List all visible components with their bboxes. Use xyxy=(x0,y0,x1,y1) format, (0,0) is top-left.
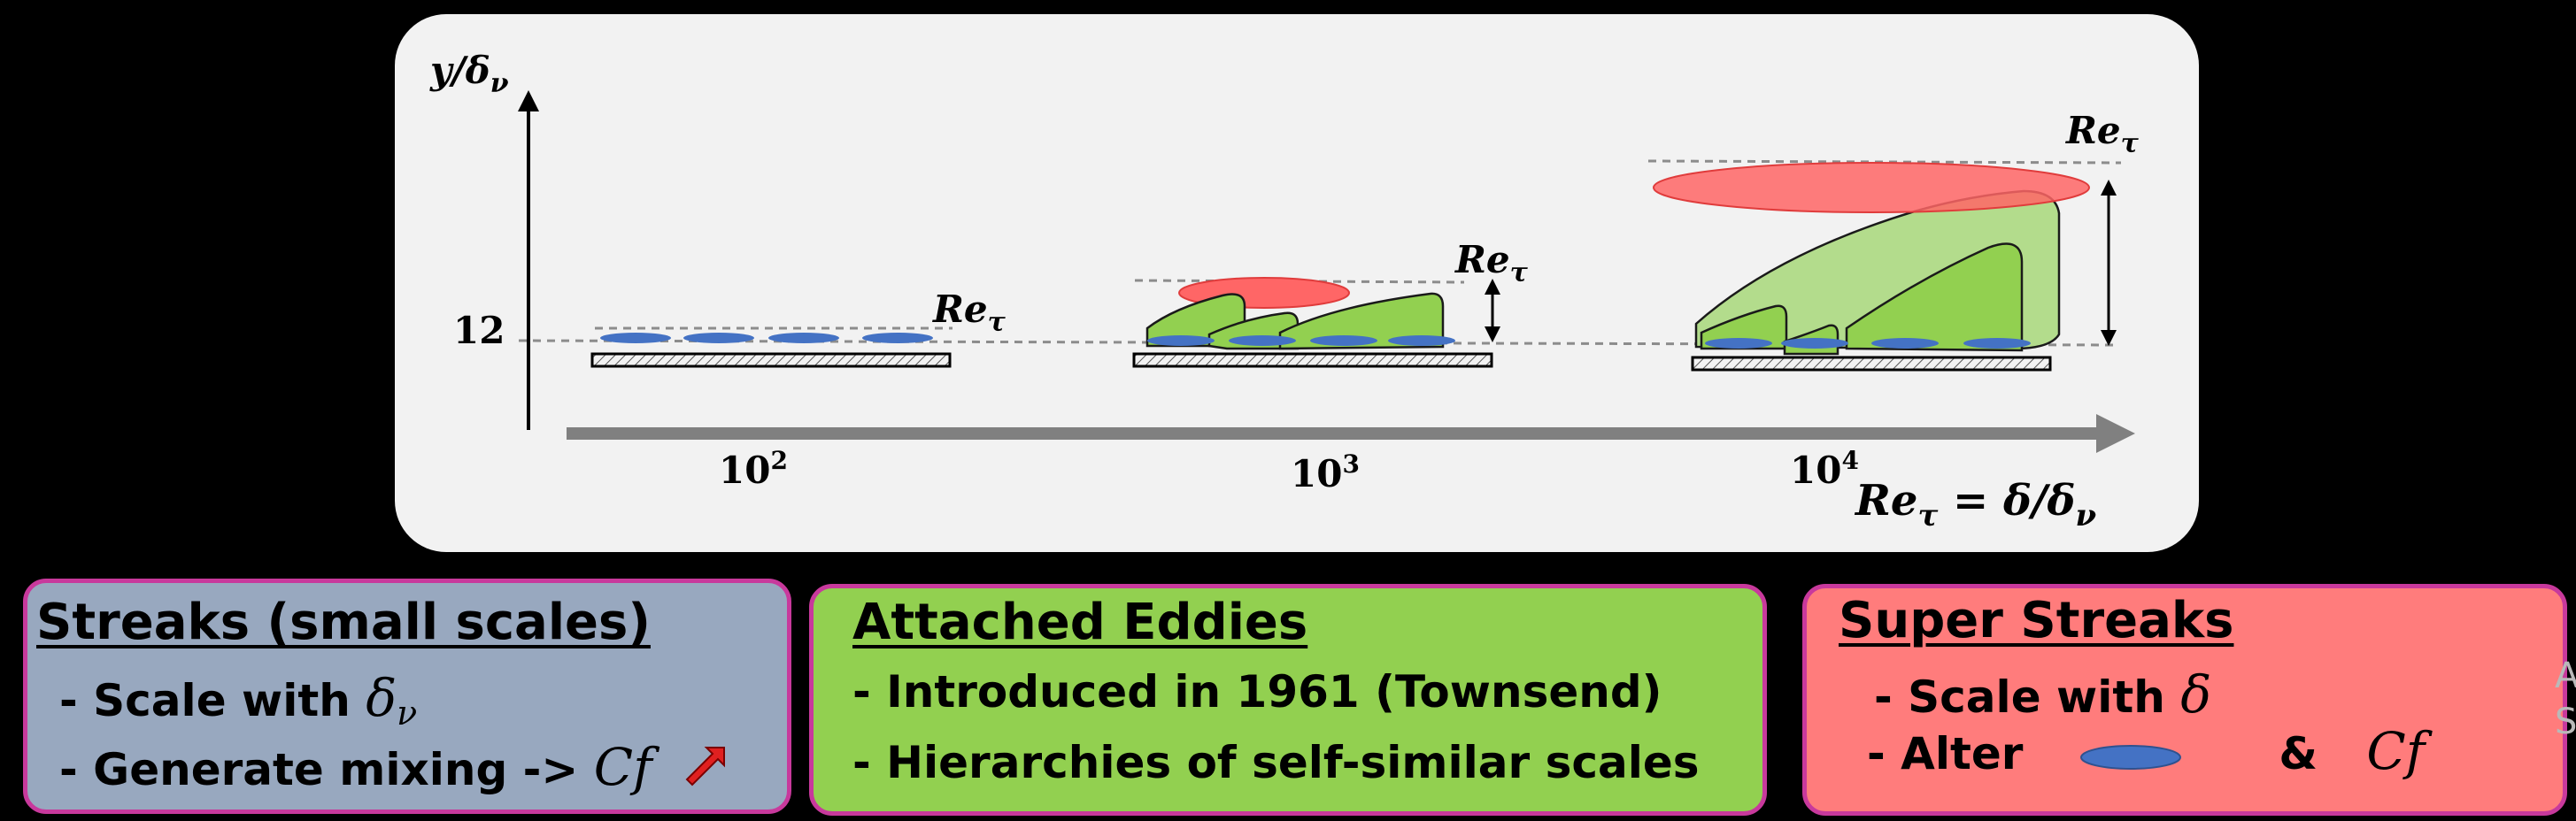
streak xyxy=(683,333,754,343)
eddies-card-title: Attached Eddies xyxy=(852,594,1308,651)
x-axis-label: Reτ = δ/δν xyxy=(1854,476,2097,533)
streaks-card-line1: - Scale with δν xyxy=(59,668,418,733)
group-re-100: Reτ xyxy=(590,288,1006,368)
streak xyxy=(1310,335,1377,346)
attached-eddy xyxy=(1278,292,1445,350)
super-card-title: Super Streaks xyxy=(1839,592,2234,649)
x-tick-label: 102 xyxy=(719,446,788,492)
streak xyxy=(1871,338,1939,349)
edge-text-fragment: A S xyxy=(2555,656,2576,742)
group-re-10000: Reτ xyxy=(1647,109,2140,372)
streak xyxy=(1388,335,1455,346)
streak xyxy=(1229,335,1296,346)
streaks-card-title: Streaks (small scales) xyxy=(36,594,651,651)
eddies-card-line2: - Hierarchies of self-similar scales xyxy=(852,737,1700,788)
re-1000-top-dashed xyxy=(1134,279,1465,284)
streaks-card-line2: - Generate mixing -> Cf xyxy=(59,737,728,797)
wall-plate xyxy=(1691,356,2052,372)
re-label: Reτ xyxy=(932,288,1006,338)
streak xyxy=(1781,338,1848,349)
y-axis-label-main: y/δ xyxy=(429,49,490,92)
streak xyxy=(1147,335,1215,346)
wall-plate xyxy=(1132,352,1493,368)
y-axis-label-sub: ν xyxy=(490,68,509,99)
group-re-1000: Reτ xyxy=(1132,238,1529,368)
streak xyxy=(1705,338,1772,349)
streak xyxy=(1963,338,2031,349)
increase-arrow-icon xyxy=(685,747,725,786)
y-axis-label: y/δν xyxy=(429,49,509,99)
scaling-diagram: y/δν 12 Reτ xyxy=(429,49,2140,533)
streak xyxy=(862,333,933,343)
streak xyxy=(768,333,839,343)
y-tick-12: 12 xyxy=(453,309,505,352)
super-streaks-card: Super Streaks - Scale with δ - Alter & C… xyxy=(1802,584,2567,816)
streak-symbol-icon xyxy=(2079,745,2181,770)
x-tick-label: 103 xyxy=(1291,449,1360,495)
super-streak xyxy=(1653,162,2090,213)
attached-eddy xyxy=(1845,242,2024,352)
attached-eddy xyxy=(1700,304,1788,350)
streaks-card: Streaks (small scales) - Scale with δν -… xyxy=(23,579,791,814)
eddies-card: Attached Eddies - Introduced in 1961 (To… xyxy=(809,584,1767,816)
super-card-line1: - Scale with δ xyxy=(1874,664,2212,725)
re-label: Reτ xyxy=(1454,238,1529,288)
x-axis-arrow xyxy=(567,414,2135,453)
super-card-line2: - Alter & Cf xyxy=(1867,721,2426,781)
streak xyxy=(600,333,671,343)
eddies-card-line1: - Introduced in 1961 (Townsend) xyxy=(852,666,1662,717)
re-label: Reτ xyxy=(2065,109,2140,159)
wall-plate xyxy=(590,352,952,368)
diagram-panel: y/δν 12 Reτ xyxy=(395,14,2199,552)
x-tick-label: 104 xyxy=(1790,446,1859,492)
